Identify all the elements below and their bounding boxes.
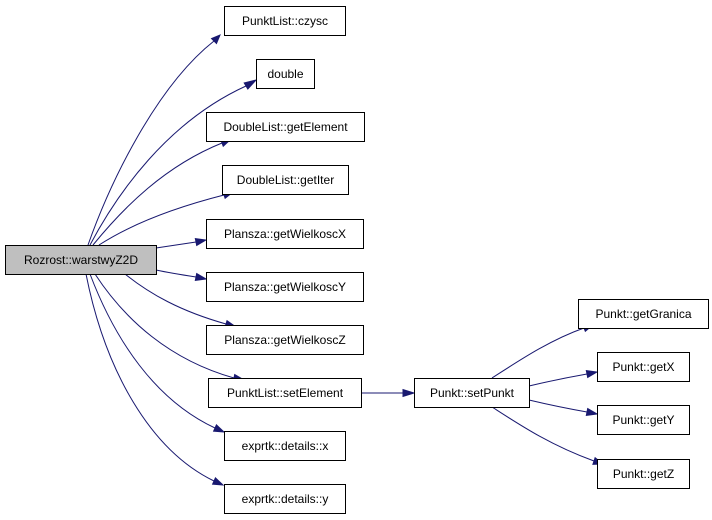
node-label: DoubleList::getIter xyxy=(237,173,334,187)
function-node[interactable]: PunktList::czysc xyxy=(224,6,346,36)
function-node[interactable]: Plansza::getWielkoscZ xyxy=(206,325,364,355)
node-box[interactable] xyxy=(414,378,530,408)
node-box[interactable] xyxy=(597,405,690,435)
node-box[interactable] xyxy=(206,272,364,302)
node-label: PunktList::setElement xyxy=(227,386,344,400)
edge-line xyxy=(94,273,235,379)
edge-line xyxy=(528,399,588,413)
node-label: Punkt::getY xyxy=(612,413,674,427)
function-node[interactable]: Plansza::getWielkoscY xyxy=(206,272,364,302)
edges-layer xyxy=(85,34,605,486)
edge-line xyxy=(528,373,588,387)
edge-root-to-n2 xyxy=(89,79,258,246)
node-label: DoubleList::getElement xyxy=(223,120,348,134)
function-node[interactable]: Punkt::getGranica xyxy=(578,299,709,329)
edge-line xyxy=(92,142,223,246)
node-label: Punkt::getZ xyxy=(613,467,674,481)
edge-line xyxy=(89,85,247,246)
node-box[interactable] xyxy=(597,459,690,489)
node-box[interactable] xyxy=(206,112,365,142)
function-node[interactable]: DoubleList::getElement xyxy=(206,112,365,142)
edge-root-to-n5 xyxy=(155,237,208,249)
edge-n11-to-n13 xyxy=(528,369,599,387)
arrowhead-icon xyxy=(211,476,225,486)
node-label: exprtk::details::x xyxy=(242,439,329,453)
function-node[interactable]: Punkt::getX xyxy=(597,352,690,382)
node-box[interactable] xyxy=(224,484,346,514)
arrowhead-icon xyxy=(212,423,226,433)
edge-root-to-n6 xyxy=(155,269,208,282)
function-node[interactable]: Punkt::getZ xyxy=(597,459,690,489)
function-node[interactable]: exprtk::details::y xyxy=(224,484,346,514)
function-node[interactable]: exprtk::details::x xyxy=(224,431,346,461)
node-box[interactable] xyxy=(222,165,349,195)
arrowhead-icon xyxy=(585,369,599,379)
node-label: Plansza::getWielkoscZ xyxy=(224,333,345,347)
node-box[interactable] xyxy=(224,431,346,461)
node-box[interactable] xyxy=(597,352,690,382)
node-label: Rozrost::warstwyZ2D xyxy=(24,253,138,267)
node-box[interactable] xyxy=(5,245,157,275)
node-box[interactable] xyxy=(256,59,315,89)
function-node[interactable]: Plansza::getWielkoscX xyxy=(206,219,364,249)
edge-line xyxy=(155,241,197,249)
edge-line xyxy=(124,273,227,325)
function-node[interactable]: Punkt::setPunkt xyxy=(414,378,530,408)
node-label: Plansza::getWielkoscX xyxy=(224,227,346,241)
edge-n8-to-n11 xyxy=(361,388,416,398)
edge-line xyxy=(155,269,197,278)
arrowhead-icon xyxy=(402,388,416,398)
function-node[interactable]: PunktList::setElement xyxy=(208,378,362,408)
root-function-node[interactable]: Rozrost::warstwyZ2D xyxy=(5,245,157,275)
edge-line xyxy=(491,406,595,462)
nodes-layer: Rozrost::warstwyZ2D PunktList::czyscdoubl… xyxy=(5,6,709,514)
arrowhead-icon xyxy=(243,79,258,90)
node-box[interactable] xyxy=(578,299,709,329)
node-label: double xyxy=(267,67,303,81)
arrowhead-icon xyxy=(210,34,221,45)
edge-n11-to-n14 xyxy=(528,399,599,417)
arrowhead-icon xyxy=(194,237,208,247)
function-node[interactable]: DoubleList::getIter xyxy=(222,165,349,195)
node-box[interactable] xyxy=(224,6,346,36)
node-label: Plansza::getWielkoscY xyxy=(224,280,346,294)
node-label: Punkt::getX xyxy=(612,360,674,374)
edge-line xyxy=(87,40,215,246)
arrowhead-icon xyxy=(194,272,208,282)
node-box[interactable] xyxy=(206,219,364,249)
edge-line xyxy=(89,273,216,429)
edge-n11-to-n12 xyxy=(491,323,596,379)
edge-root-to-n9 xyxy=(89,273,226,433)
edge-line xyxy=(85,273,215,482)
node-label: Punkt::setPunkt xyxy=(430,386,515,400)
edge-line xyxy=(98,194,225,246)
edge-root-to-n1 xyxy=(87,34,221,246)
node-label: Punkt::getGranica xyxy=(595,307,691,321)
node-label: PunktList::czysc xyxy=(242,14,328,28)
edge-root-to-n10 xyxy=(85,273,225,486)
node-box[interactable] xyxy=(206,325,364,355)
function-node[interactable]: Punkt::getY xyxy=(597,405,690,435)
function-node[interactable]: double xyxy=(256,59,315,89)
node-box[interactable] xyxy=(208,378,362,408)
arrowhead-icon xyxy=(585,407,599,417)
edge-line xyxy=(491,327,585,379)
node-label: exprtk::details::y xyxy=(242,492,329,506)
